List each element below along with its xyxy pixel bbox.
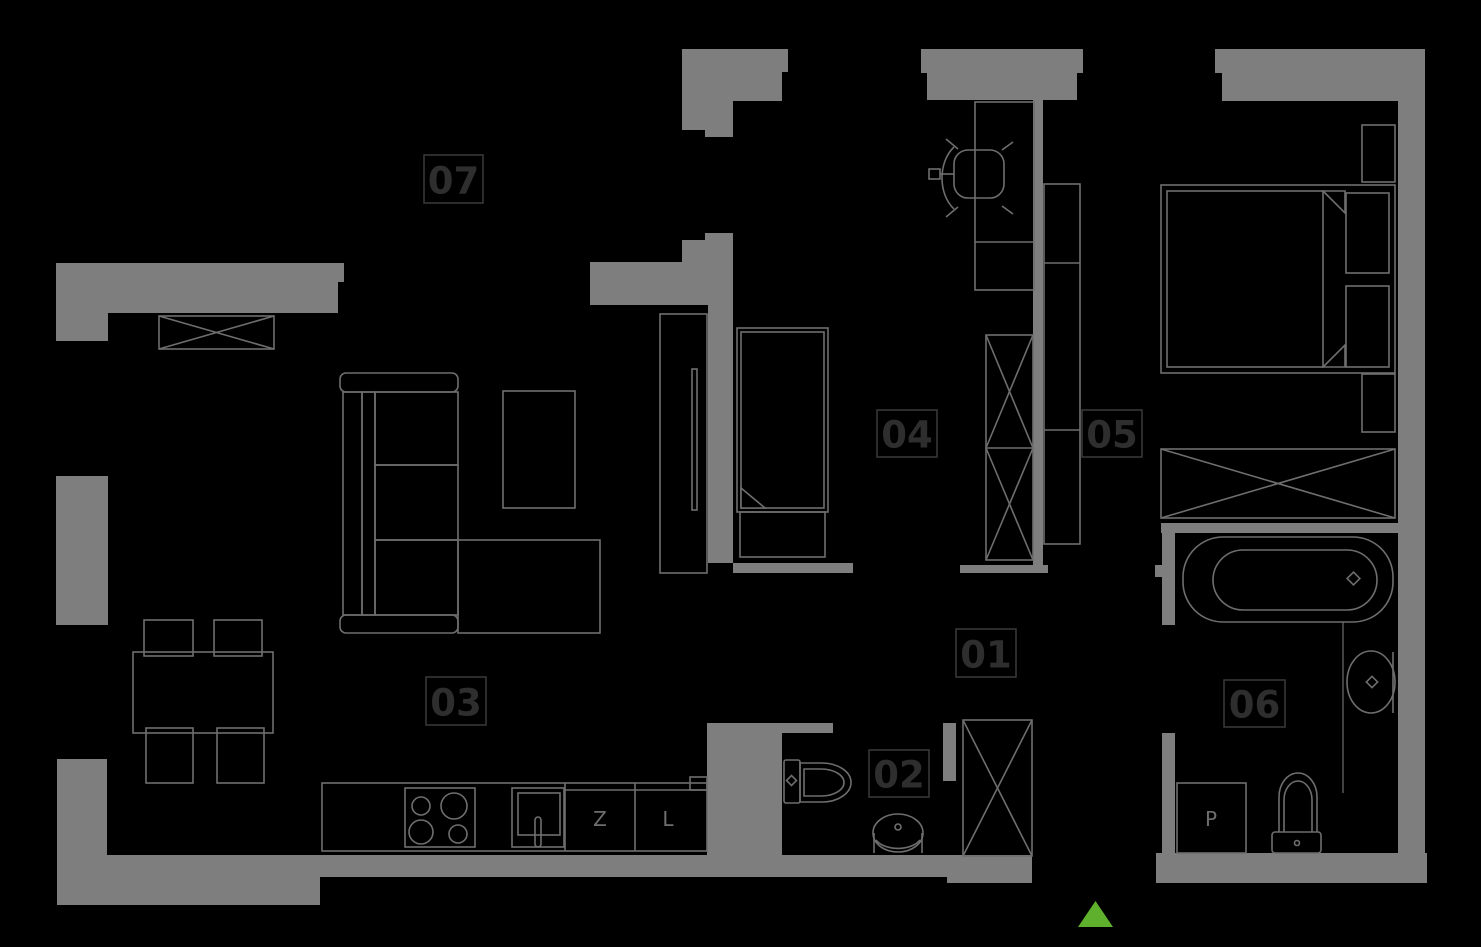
dining-chair: [213, 619, 263, 657]
nightstand: [1361, 373, 1396, 433]
wall-segment: [927, 73, 1077, 100]
room-label-box: [876, 409, 938, 458]
wall-segment: [947, 855, 1032, 883]
burner: [448, 824, 468, 844]
wall-segment: [705, 130, 733, 137]
entrance-arrow-icon: [1078, 901, 1113, 927]
room-label-06: 06: [1223, 679, 1286, 728]
tv-cabinet: [659, 313, 708, 574]
room-label-05: 05: [1081, 409, 1143, 458]
washing-machine: [1176, 782, 1247, 854]
single-bed: [736, 327, 829, 558]
toilet-wc: [783, 759, 852, 804]
wall-segment: [1161, 523, 1398, 533]
cooktop: [404, 787, 476, 848]
wall-segment: [1215, 49, 1425, 73]
room-label-box: [423, 154, 484, 204]
burner: [440, 792, 468, 820]
room-label-07: 07: [423, 154, 484, 204]
wall-segment: [708, 305, 733, 563]
wall-segment: [56, 263, 344, 282]
desk-chair: [928, 138, 1014, 218]
room-label-box: [955, 628, 1017, 678]
wall-segment: [590, 262, 733, 305]
wall-segment: [56, 476, 108, 625]
wall-segment: [1222, 73, 1398, 101]
flush-icon: [785, 774, 798, 787]
dining-chair: [143, 619, 194, 657]
wall-segment: [682, 101, 733, 130]
room-number: 04: [881, 414, 933, 457]
coffee-table: [502, 390, 576, 509]
wardrobe-room05: [1160, 448, 1396, 519]
kitchen-zone-l-label: L: [662, 807, 674, 831]
wardrobe-room04: [985, 334, 1034, 561]
room-label-box: [425, 676, 487, 726]
wc-sink: [872, 813, 924, 853]
room-label-03: 03: [425, 676, 487, 726]
dining-set: [132, 619, 274, 784]
wall-segment: [57, 759, 107, 905]
wall-segment: [682, 49, 788, 72]
room-number: 03: [430, 682, 482, 725]
wall-segment: [733, 563, 853, 573]
wall-segment: [1162, 533, 1175, 625]
wall-segment: [1156, 853, 1427, 883]
wall-segment: [1155, 565, 1162, 577]
room-label-01: 01: [955, 628, 1017, 678]
washing-machine-label: P: [1205, 807, 1217, 831]
room-number: 06: [1229, 684, 1281, 727]
toilet-bathroom: [1271, 772, 1322, 854]
wall-segment: [107, 855, 320, 905]
room-label-box: [1223, 679, 1286, 728]
room-label-04: 04: [876, 409, 938, 458]
kitchen-counter: [321, 776, 708, 852]
double-bed: [1160, 184, 1396, 374]
bathtub: [1182, 536, 1394, 623]
bathroom-sink: [1346, 650, 1396, 714]
burner: [411, 796, 431, 816]
terrace-window: [158, 315, 275, 350]
wall-segment: [705, 233, 733, 262]
wall-segment: [921, 49, 1083, 73]
dining-chair: [216, 727, 265, 784]
kitchen-sink: [511, 787, 565, 848]
sofa: [339, 372, 601, 634]
wall-segment: [782, 723, 833, 733]
wall-segment: [943, 723, 956, 781]
room-label-02: 02: [868, 749, 930, 798]
room-number: 07: [428, 160, 480, 203]
room-label-box: [868, 749, 930, 798]
wall-segment: [1162, 733, 1175, 853]
faucet-icon: [1346, 571, 1361, 586]
desk: [974, 101, 1035, 291]
closet-room05: [1043, 183, 1081, 545]
room-number: 05: [1086, 414, 1138, 457]
walls: [56, 49, 1427, 905]
wall-segment: [1033, 100, 1043, 573]
wall-segment: [682, 240, 705, 262]
wall-segment: [707, 723, 782, 855]
dining-table: [132, 651, 274, 734]
wall-segment: [56, 313, 108, 341]
wall-segment: [960, 565, 1048, 573]
counter-end-cap: [689, 776, 708, 791]
nightstand: [1361, 124, 1396, 183]
wall-segment: [56, 282, 338, 313]
wall-segment: [1398, 49, 1425, 883]
wall-segment: [682, 72, 782, 101]
dining-chair: [145, 727, 194, 784]
wall-segment: [320, 855, 947, 877]
room-label-box: [1081, 409, 1143, 458]
room-number: 01: [960, 634, 1012, 677]
faucet-icon: [1365, 675, 1379, 689]
kitchen-zone-z-label: Z: [593, 807, 607, 831]
room-number: 02: [873, 754, 925, 797]
wardrobe-hall: [962, 719, 1033, 857]
burner: [408, 819, 434, 845]
